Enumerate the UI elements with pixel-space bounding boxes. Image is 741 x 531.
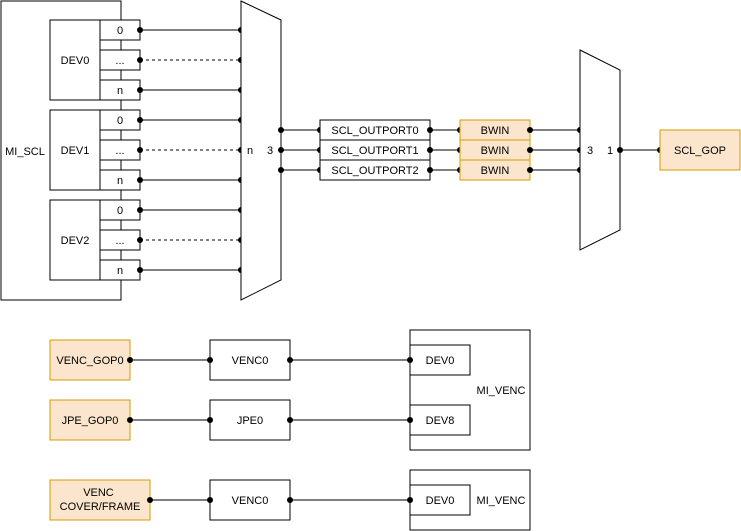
dev1-port-0-label: 0 (117, 115, 123, 127)
dev0-label: DEV0 (61, 55, 90, 67)
venc-gop0-label: VENC_GOP0 (56, 355, 123, 367)
bwin-1-label: BWIN (481, 145, 510, 157)
dev2-box (49, 199, 101, 281)
cover-venc0-label: VENC0 (232, 495, 269, 507)
venc0-label: VENC0 (232, 355, 269, 367)
mux2-out-dot (617, 147, 623, 153)
dev2-port-n-label: n (117, 265, 123, 277)
venc-dev8-label: DEV8 (426, 415, 455, 427)
scl-outport-2-label: SCL_OUTPORT2 (331, 165, 418, 177)
bwin-0-label: BWIN (481, 125, 510, 137)
cover-venc0-box (209, 479, 291, 521)
venc-cover-frame-box (49, 479, 151, 521)
dev0-port-mid-label: ... (115, 55, 124, 67)
dev0-port-n-label: n (117, 85, 123, 97)
jpe0-label: JPE0 (237, 415, 263, 427)
dev1-port-n-label: n (117, 175, 123, 187)
dev2-label: DEV2 (61, 235, 90, 247)
mux1-in-label: n (247, 145, 253, 157)
mux-1 (240, 0, 282, 301)
dev2-port-mid-label: ... (115, 235, 124, 247)
mux2-in-label: 3 (587, 145, 593, 157)
dev1-label: DEV1 (61, 145, 90, 157)
mux2-out-label: 1 (607, 145, 613, 157)
scl-gop-label: SCL_GOP (674, 145, 726, 157)
mi-scl-label: MI_SCL (5, 146, 45, 158)
cover-dev0-label: DEV0 (426, 495, 455, 507)
port-to-mux-lines (137, 27, 244, 273)
dev1-port-mid-label: ... (115, 145, 124, 157)
cover-mi-venc-label: MI_VENC (477, 495, 526, 507)
dev0-port-0-label: 0 (117, 25, 123, 37)
scl-outport-0-label: SCL_OUTPORT0 (331, 125, 418, 137)
scl-gop-box (659, 129, 741, 171)
dev1-box (49, 109, 101, 191)
bwin-to-mux2-lines (527, 127, 583, 173)
cover-connection-lines (147, 497, 413, 503)
venc-dev0-box (409, 344, 471, 376)
outport-to-bwin-lines (427, 127, 463, 173)
venc-connection-lines (127, 357, 413, 423)
dev0-box (49, 19, 101, 101)
scl-outport-1-label: SCL_OUTPORT1 (331, 145, 418, 157)
venc-dev8-box (409, 404, 471, 436)
cover-dev0-box (409, 484, 471, 516)
bwin-2-label: BWIN (481, 165, 510, 177)
jpe-gop0-label: JPE_GOP0 (62, 415, 119, 427)
venc-gop0-box (49, 339, 131, 381)
mi-venc-label: MI_VENC (477, 385, 526, 397)
venc-cover-frame-label: VENC COVER/FRAME (60, 487, 141, 513)
mux-to-outport-lines (278, 127, 323, 173)
mux-2 (579, 49, 621, 251)
dev2-port-0-label: 0 (117, 205, 123, 217)
mux1-out-label: 3 (267, 145, 273, 157)
jpe-gop0-box (49, 399, 131, 441)
venc-dev0-label: DEV0 (426, 355, 455, 367)
